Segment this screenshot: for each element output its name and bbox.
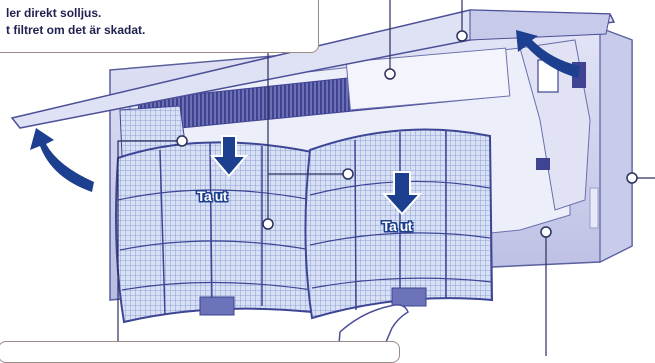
lift-arrow-right-icon [516, 30, 580, 78]
lift-arrow-left-icon [30, 128, 94, 192]
air-filter-left [115, 141, 313, 324]
remove-arrow-left-icon [209, 135, 249, 178]
leader-lines [117, 0, 655, 356]
instruction-callout: ler direkt solljus. t filtret om det är … [0, 0, 319, 53]
callout-line-2: t filtret om det är skadat. [6, 23, 146, 37]
bottom-callout-box [0, 341, 400, 363]
callout-line-1: ler direkt solljus. [6, 6, 102, 20]
remove-label-left: Ta ut [197, 188, 227, 204]
remove-arrow-right-icon [381, 171, 423, 216]
front-panel-edge [469, 9, 611, 41]
remove-label-right: Ta ut [382, 218, 412, 234]
leader-dots [176, 30, 638, 238]
